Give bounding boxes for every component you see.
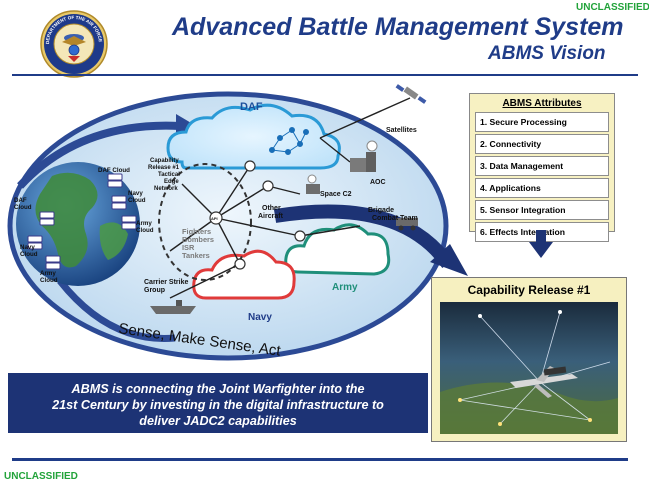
army-cloud-bottom-label-1: Army (40, 270, 56, 277)
satellite-icon (395, 84, 427, 104)
banner-line-2: 21st Century by investing in the digital… (52, 398, 384, 412)
navy-cloud-left-label-2: Cloud (20, 251, 38, 258)
capability-release-label-1: Capability (150, 158, 179, 164)
brigade-label-2: Combat Team (372, 215, 418, 222)
capability-release-scene (440, 302, 618, 434)
brigade-vehicle-icon (396, 218, 418, 231)
capability-release-label-2: Release #1 (148, 165, 180, 171)
daf-label: DAF (240, 101, 263, 113)
classification-top: UNCLASSIFIED (576, 2, 649, 13)
isr-label: ISR (182, 243, 195, 252)
header-rule (12, 74, 638, 76)
daf-cloud (166, 103, 341, 170)
globe-cloud-servers (27, 173, 137, 270)
arrow-down-icon (529, 230, 553, 258)
tankers-label: Tankers (182, 251, 210, 260)
navy-cloud-right-label-1: Navy (128, 190, 143, 197)
air-force-seal-icon: DEPARTMENT OF THE AIR FORCE (40, 10, 108, 78)
attribute-item: 1. Secure Processing (475, 112, 609, 132)
army-cloud-bottom-label-2: Cloud (40, 277, 58, 284)
attribute-item: 2. Connectivity (475, 134, 609, 154)
capability-release-label-3: Tactical (158, 172, 180, 178)
footer-rule (12, 458, 628, 461)
api-label: API (211, 216, 218, 221)
other-aircraft-node-icon (262, 180, 274, 192)
daf-cloud-left-label-2: Cloud (14, 204, 32, 211)
bombers-label: Bombers (182, 235, 214, 244)
aoc-label: AOC (370, 179, 386, 186)
daf-cloud-left-label-1: DAF (14, 197, 27, 204)
carrier-ship-icon (150, 300, 196, 314)
aoc-building-icon (350, 140, 378, 172)
fighters-label: Fighters (182, 227, 211, 236)
capability-release-title: Capability Release #1 (467, 283, 591, 297)
abms-diagram: DAF Army Navy DAF Cloud DAF Cloud Navy C… (7, 84, 468, 361)
tactical-edge-network-boundary (158, 163, 252, 281)
army-label: Army (332, 282, 358, 293)
arrow-to-capability-release (273, 204, 454, 269)
page-subtitle: ABMS Vision (488, 43, 606, 64)
page-title: Advanced Battle Management System (172, 13, 624, 41)
brigade-label-1: Brigade (368, 207, 394, 214)
capability-release-label-4: Edge (164, 179, 179, 185)
capability-release-panel: Capability Release #1 (431, 277, 627, 442)
banner-line-1: ABMS is connecting the Joint Warfighter … (71, 382, 365, 396)
aircraft-icon (510, 366, 578, 398)
army-cloud-right-label-2: Cloud (136, 227, 154, 234)
mission-banner: ABMS is connecting the Joint Warfighter … (8, 373, 428, 433)
banner-line-3: deliver JADC2 capabilities (139, 414, 297, 428)
daf-network-icon (269, 127, 309, 155)
army-cloud-right-label-1: Army (136, 220, 152, 227)
other-aircraft-label-1: Other (262, 205, 281, 212)
capability-release-label-5: Network (154, 186, 178, 192)
attribute-item: 4. Applications (475, 178, 609, 198)
satellites-label: Satellites (386, 127, 417, 134)
api-node-icon (209, 211, 223, 225)
curved-arrow-bottom (57, 278, 176, 343)
classification-bottom: UNCLASSIFIED (4, 471, 78, 482)
navy-cloud-right-label-2: Cloud (128, 197, 146, 204)
navy-cloud-left-label-1: Navy (20, 244, 35, 251)
abms-attributes-title: ABMS Attributes (502, 98, 582, 109)
space-c2-label: Space C2 (320, 191, 352, 198)
navy-api-node-icon (234, 258, 246, 270)
attribute-item: 3. Data Management (475, 156, 609, 176)
attribute-item: 5. Sensor Integration (475, 200, 609, 220)
carrier-label-2: Group (144, 287, 165, 294)
space-c2-building-icon (306, 174, 320, 194)
army-api-node-icon (294, 230, 306, 242)
curved-arrow-top (17, 121, 181, 189)
navy-cloud (192, 249, 296, 300)
network-links (169, 97, 411, 299)
other-aircraft-label-2: Aircraft (258, 213, 284, 220)
daf-api-node-icon (244, 160, 256, 172)
daf-cloud-top-label: DAF Cloud (98, 167, 130, 174)
abms-attributes-panel: ABMS Attributes 1. Secure Processing 2. … (469, 93, 615, 242)
navy-label: Navy (248, 312, 272, 323)
carrier-label-1: Carrier Strike (144, 279, 188, 286)
